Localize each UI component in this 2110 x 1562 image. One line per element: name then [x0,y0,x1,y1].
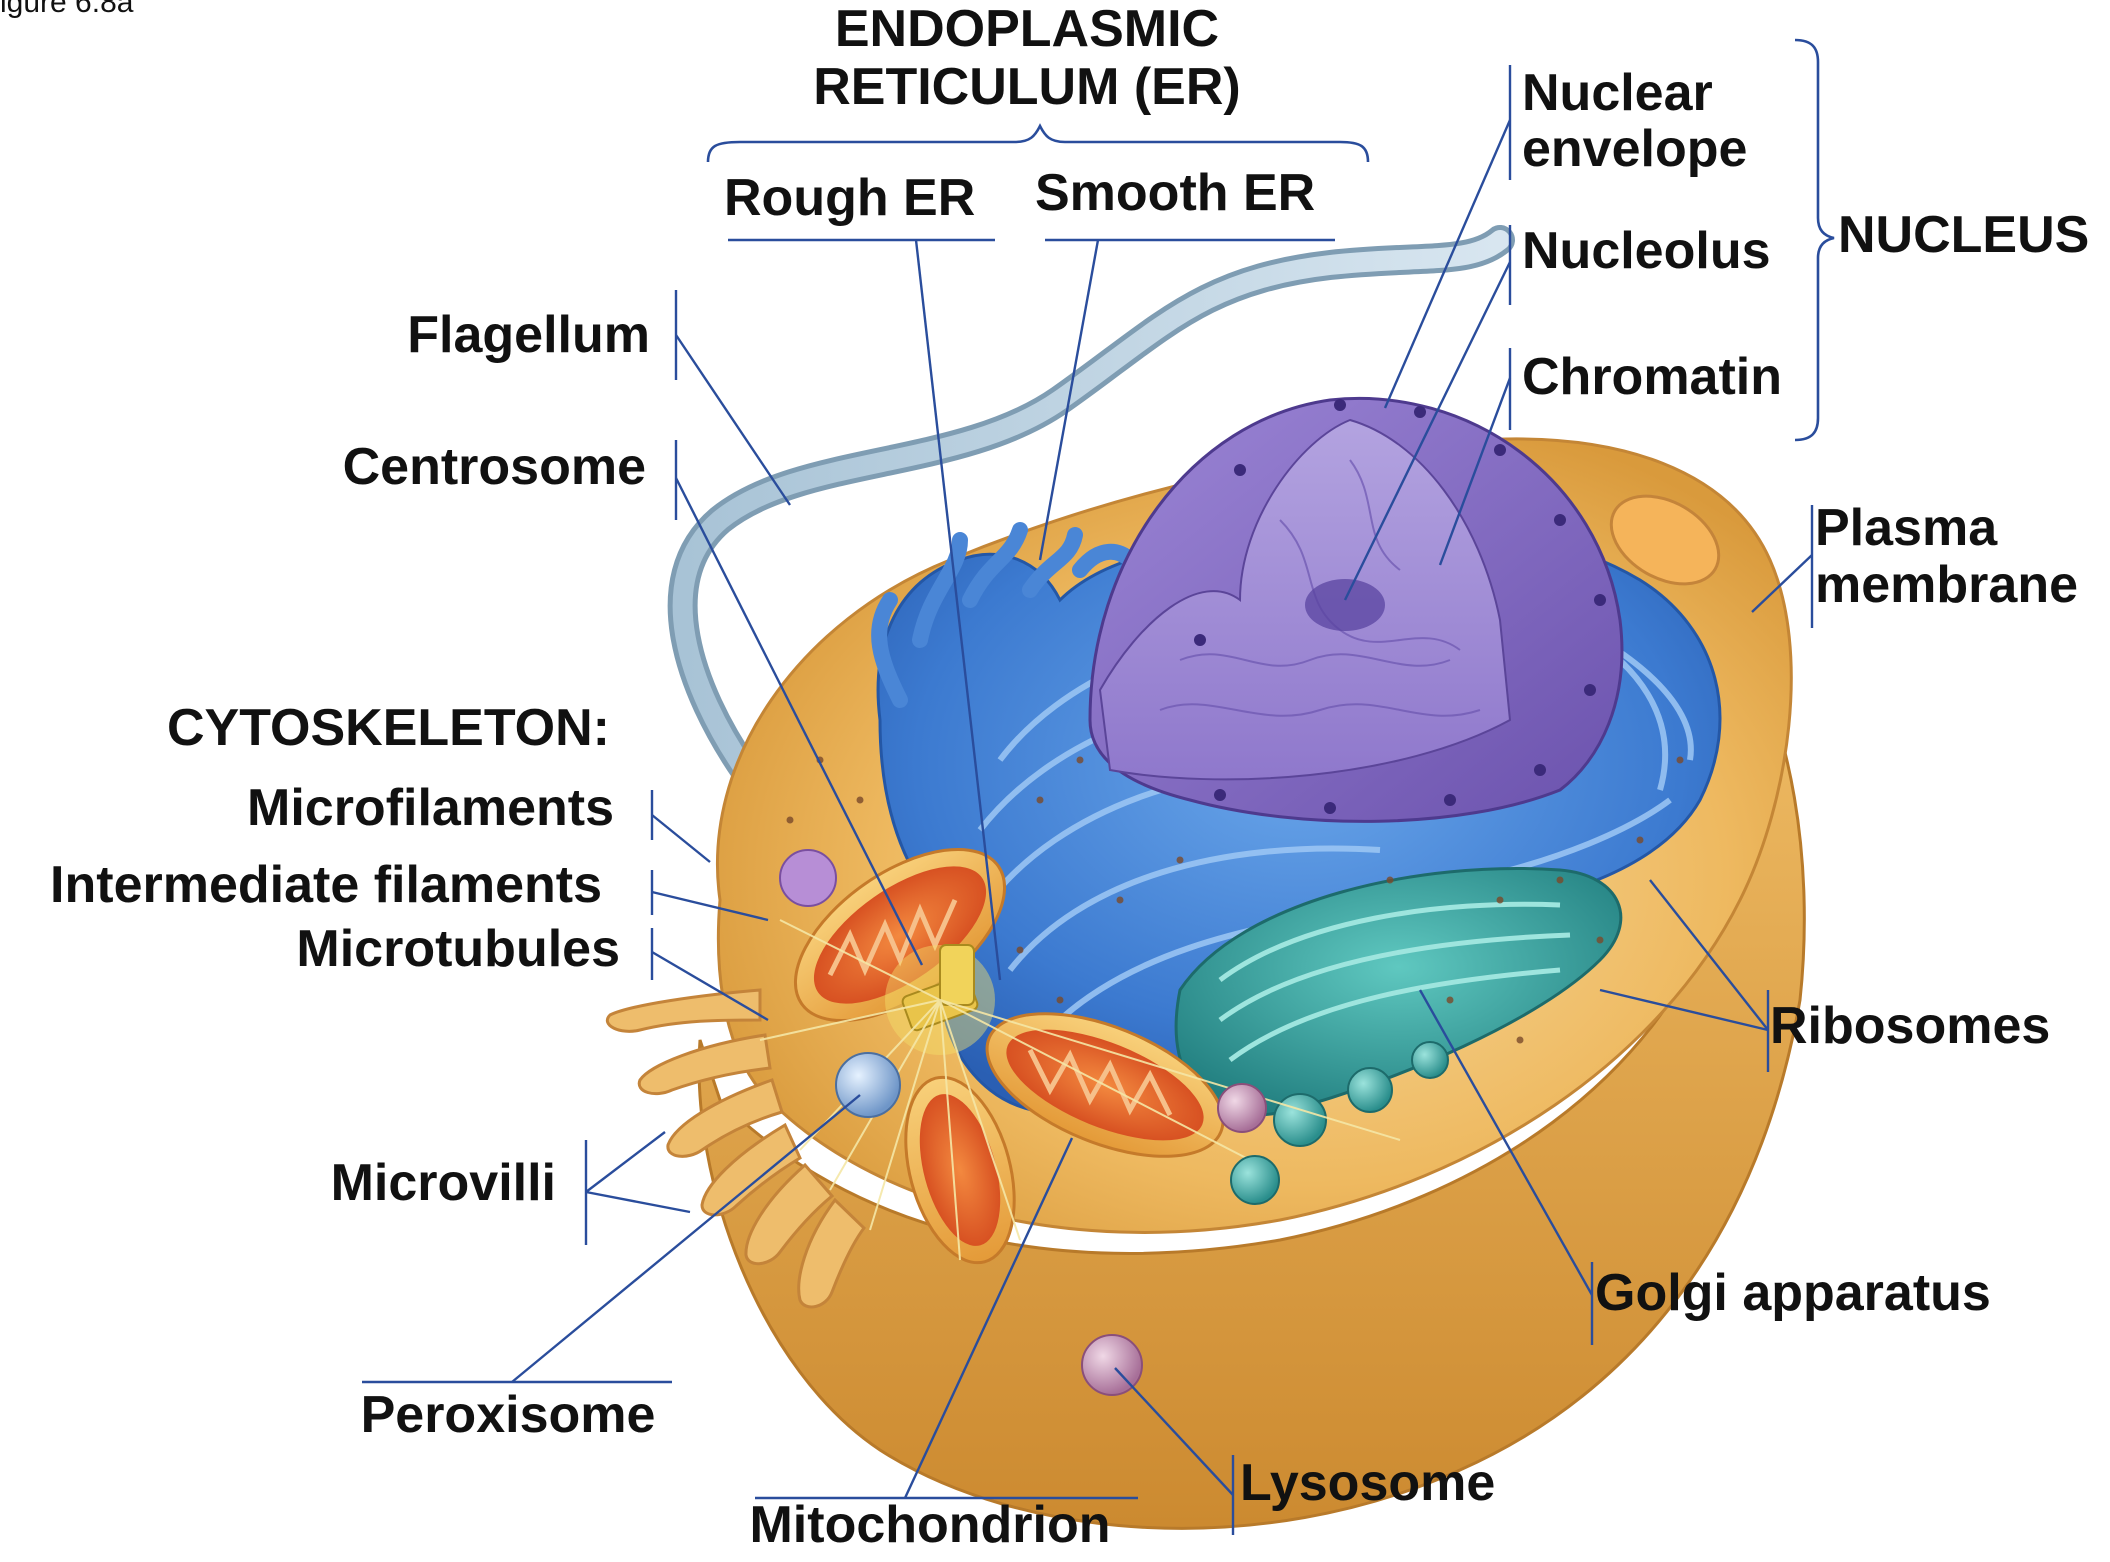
label-cytoskeleton-heading: CYTOSKELETON: [167,699,610,757]
label-mitochondrion: Mitochondrion [749,1496,1110,1554]
label-lysosome: Lysosome [1240,1454,1495,1512]
label-golgi-apparatus: Golgi apparatus [1595,1264,1991,1322]
cell-illustration [606,225,1806,1530]
vesicle-pink [1217,1083,1267,1133]
nucleolus [1305,579,1385,631]
label-er-heading-line2: RETICULUM (ER) [813,58,1241,116]
vacuole [1609,494,1721,586]
label-nuclear-envelope-line1: Nuclear [1522,64,1713,122]
er-bracket [706,123,1370,163]
golgi-apparatus [1174,867,1623,1147]
nuclear-pores [1194,399,1606,814]
label-plasma-membrane-line1: Plasma [1815,499,1998,557]
label-microtubules: Microtubules [296,920,620,978]
label-centrosome: Centrosome [343,438,646,496]
label-nucleolus: Nucleolus [1522,222,1771,280]
vesicle-purple [779,849,837,907]
label-smooth-er: Smooth ER [1035,164,1315,222]
nucleus [1088,397,1624,823]
vesicle-teal [1230,1155,1280,1205]
label-chromatin: Chromatin [1522,348,1782,406]
label-nucleus-heading: NUCLEUS [1838,206,2089,264]
figure-reference: igure 6.8a [0,0,134,19]
label-er-heading-line1: ENDOPLASMIC [835,0,1219,58]
label-ribosomes: Ribosomes [1770,997,2050,1055]
label-nuclear-envelope-line2: envelope [1522,120,1747,178]
microvilli [606,988,866,1309]
mitochondrion-lower [904,1075,1016,1265]
label-intermediate-filaments: Intermediate filaments [50,856,602,914]
label-peroxisome: Peroxisome [361,1386,656,1444]
leader-lines [362,38,1835,1535]
nucleus-bracket [1794,38,1835,442]
nucleus-cutaway [1098,418,1512,781]
microtubules [759,919,1401,1261]
smooth-er-tubules [871,522,1138,708]
plasma-membrane-base [697,635,1806,1530]
label-plasma-membrane-line2: membrane [1815,556,2078,614]
label-flagellum: Flagellum [407,306,650,364]
label-microfilaments: Microfilaments [247,779,614,837]
label-rough-er: Rough ER [724,169,975,227]
mitochondrion-upper [793,847,1007,1023]
label-microvilli: Microvilli [331,1154,556,1212]
